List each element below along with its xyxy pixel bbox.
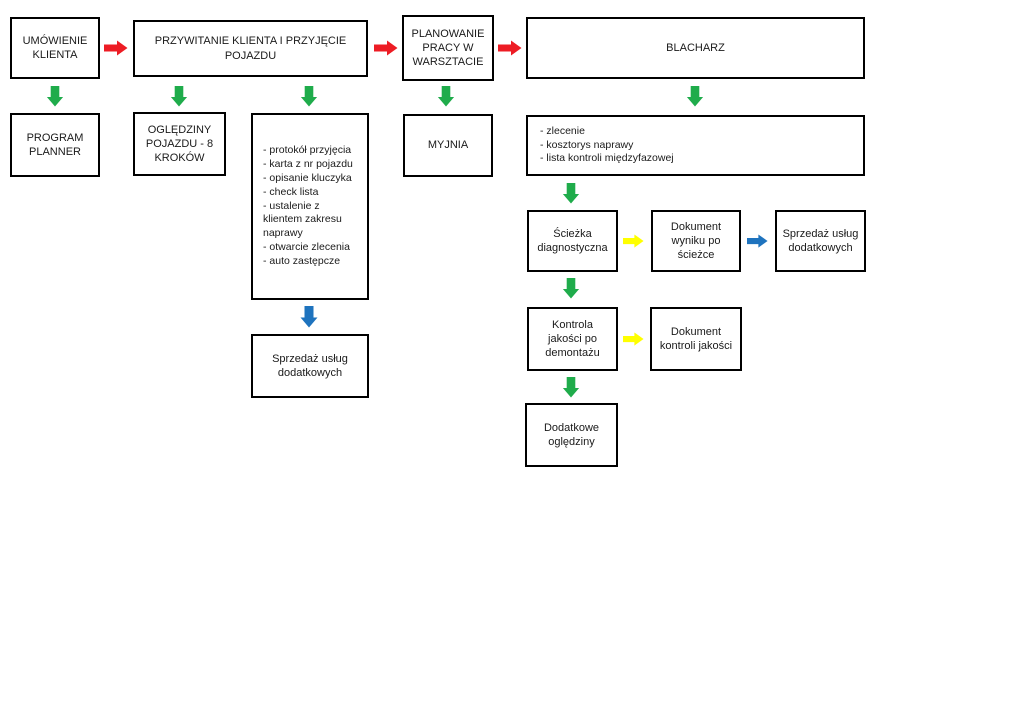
node-sprzedaz-uslug-lewa: Sprzedaż usług dodatkowych	[251, 334, 369, 398]
green-arrow-down-icon	[46, 86, 64, 107]
blue-arrow-right-icon	[747, 234, 768, 248]
node-ogledziny-pojazdu: OGLĘDZINY POJAZDU - 8 KROKÓW	[133, 112, 226, 176]
yellow-arrow-right-icon	[623, 332, 644, 346]
green-arrow-down-icon	[437, 86, 455, 107]
blue-arrow-down-icon	[300, 306, 318, 328]
red-arrow-right-icon	[374, 40, 398, 56]
green-arrow-down-icon	[686, 86, 704, 107]
node-program-planner: PROGRAM PLANNER	[10, 113, 100, 177]
node-myjnia: MYJNIA	[403, 114, 493, 177]
node-planowanie-pracy: PLANOWANIE PRACY W WARSZTACIE	[402, 15, 494, 81]
green-arrow-down-icon	[562, 278, 580, 299]
node-dodatkowe-ogledziny: Dodatkowe oględziny	[525, 403, 618, 467]
node-blacharz: BLACHARZ	[526, 17, 865, 79]
green-arrow-down-icon	[170, 86, 188, 107]
node-przyjecie-checklist: - protokół przyjęcia - karta z nr pojazd…	[251, 113, 369, 300]
node-dokument-kontroli: Dokument kontroli jakości	[650, 307, 742, 371]
node-sciezka-diagnostyczna: Ścieżka diagnostyczna	[527, 210, 618, 272]
green-arrow-down-icon	[562, 183, 580, 204]
red-arrow-right-icon	[104, 40, 128, 56]
node-przywitanie-klienta: PRZYWITANIE KLIENTA I PRZYJĘCIE POJAZDU	[133, 20, 368, 77]
node-sprzedaz-uslug-prawa: Sprzedaż usług dodatkowych	[775, 210, 866, 272]
node-kontrola-jakosci: Kontrola jakości po demontażu	[527, 307, 618, 371]
yellow-arrow-right-icon	[623, 234, 644, 248]
red-arrow-right-icon	[498, 40, 522, 56]
node-umowienie-klienta: UMÓWIENIE KLIENTA	[10, 17, 100, 79]
green-arrow-down-icon	[562, 377, 580, 398]
green-arrow-down-icon	[300, 86, 318, 107]
node-blacharz-dokumenty: - zlecenie - kosztorys naprawy - lista k…	[526, 115, 865, 176]
node-dokument-wyniku: Dokument wyniku po ścieżce	[651, 210, 741, 272]
